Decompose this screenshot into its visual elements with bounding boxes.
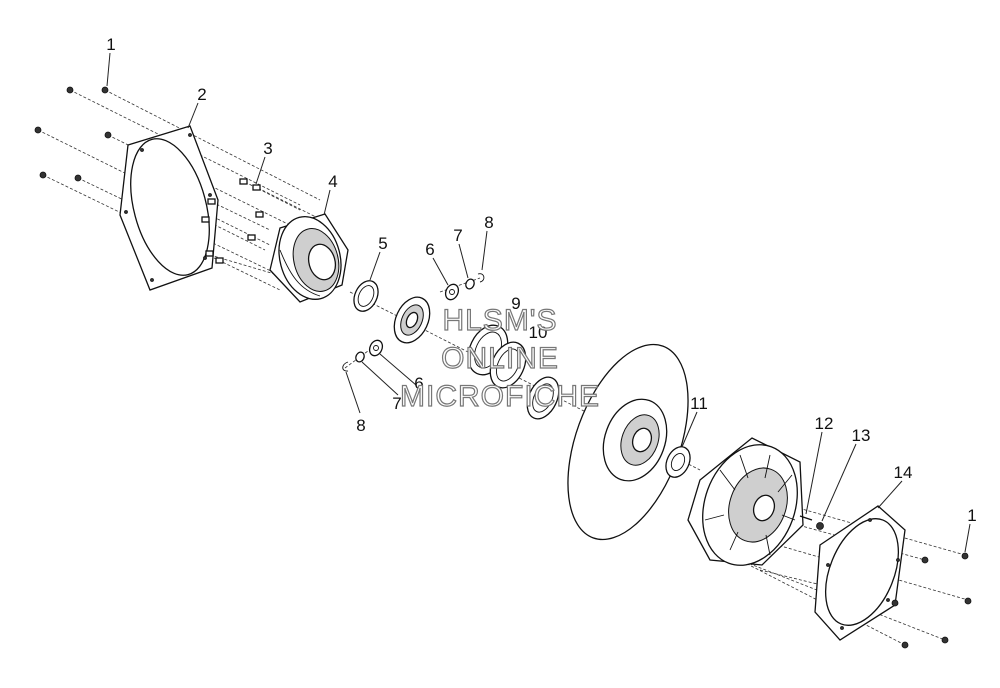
watermark-line-2: ONLINE: [441, 342, 559, 375]
callout-14: 14: [894, 463, 913, 482]
gasket-ring-left: [119, 125, 219, 291]
callout-4: 4: [328, 172, 337, 191]
callout-12: 12: [815, 414, 834, 433]
housing-cover: [269, 213, 349, 303]
callout-11: 11: [690, 394, 708, 413]
clutch-cover: [687, 437, 804, 566]
gasket-ring-right: [814, 505, 906, 641]
callout-3: 3: [263, 139, 272, 158]
callout-2: 2: [197, 85, 206, 104]
callout-5: 5: [378, 234, 387, 253]
watermark-line-3: MICROFICHE: [400, 380, 600, 413]
callout-1-right: 1: [967, 506, 976, 525]
pin-and-nut: [799, 515, 824, 530]
screw-group-3: [201, 178, 264, 264]
watermark-line-1: HLSM'S: [442, 304, 557, 337]
screw-group-right: [891, 552, 972, 649]
callout-8-lower: 8: [356, 416, 365, 435]
bearing-hub: [393, 296, 431, 344]
rings-9-10: [467, 324, 560, 420]
watermark: HLSM'S ONLINE MICROFICHE: [399, 303, 600, 413]
callout-9: 9: [511, 294, 520, 313]
callout-8-upper: 8: [484, 213, 493, 232]
drive-sheave: [567, 343, 689, 541]
hardware-upper: [444, 273, 485, 301]
leader-lines: [106, 52, 971, 553]
washer-11: [665, 446, 691, 478]
callout-6-lower: 6: [414, 374, 423, 393]
callout-7-lower: 7: [392, 394, 401, 413]
callout-6-upper: 6: [425, 240, 434, 259]
callout-labels: 1 2 3 4 5 6 7 8 9 10 6 7 8 11 12 13 14 1: [106, 35, 976, 525]
callout-1-left: 1: [106, 35, 115, 54]
callout-13: 13: [852, 426, 871, 445]
callout-10: 10: [529, 323, 548, 342]
screw-group-left: [34, 86, 112, 182]
o-ring-5: [353, 280, 379, 312]
hardware-lower: [342, 339, 384, 372]
callout-7-upper: 7: [453, 226, 462, 245]
